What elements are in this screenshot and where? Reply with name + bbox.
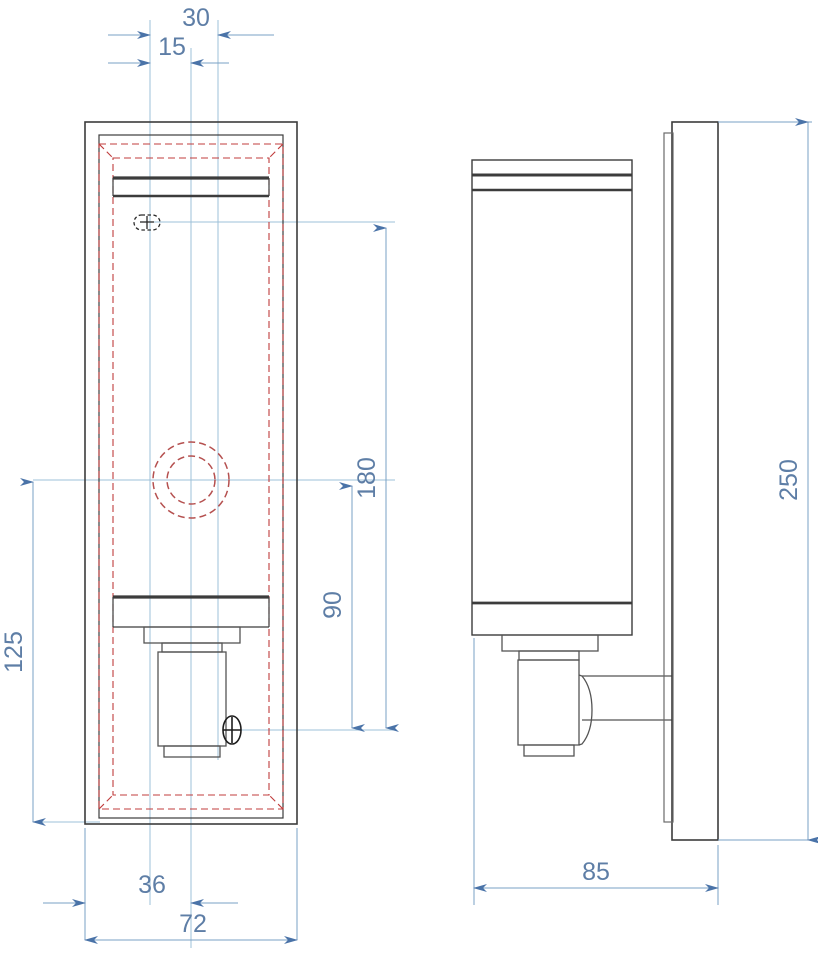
side-arm-fillet [578,674,593,746]
front-top-slot-outline [133,214,161,231]
front-lamp-circle-inner [166,455,216,505]
dimension-label-125: 125 [0,631,28,673]
side-socket-base [523,744,575,757]
dimension-label-36: 36 [138,871,166,899]
centerlines-front-view [33,20,395,948]
hidden-chamfer-tl [98,143,114,159]
front-upper-bar [112,176,270,198]
front-view [84,121,298,825]
dimension-label-250: 250 [775,459,803,501]
dimension-label-72: 72 [179,910,207,938]
front-socket-base [163,745,221,758]
dimension-85 [473,638,719,905]
dimension-label-15: 15 [158,33,186,61]
hidden-chamfer-tr [268,143,284,159]
front-lamp-circle-outer [152,441,230,519]
hidden-inner-chamfer-box [112,157,270,796]
dimension-text-group: 30 15 180 90 125 36 72 250 85 [0,4,803,938]
front-top-slot [133,214,161,231]
dimension-extension-lines-bottom [84,828,298,940]
side-connecting-arm [578,674,672,746]
dimension-250 [718,118,818,844]
side-wall-plate-backing [663,132,674,823]
side-view [471,121,719,841]
hidden-outer-chamfer-box [98,143,284,810]
dimension-label-85: 85 [582,858,610,886]
side-wall-plate [663,121,719,841]
front-hidden-lines [98,143,284,810]
side-socket-body [517,659,580,746]
front-socket-assembly [143,626,241,758]
side-top-bar [472,173,632,192]
side-wall-plate-main [671,121,719,841]
front-screw-detail [222,715,242,745]
dimension-label-30: 30 [182,4,210,32]
side-socket-assembly [501,634,599,757]
front-outer-housing [84,121,298,825]
front-lamp-circles [152,441,230,519]
hidden-chamfer-br [268,794,284,810]
dimension-label-90: 90 [319,591,347,619]
dimension-label-180: 180 [353,457,381,499]
hidden-chamfer-bl [98,794,114,810]
dimension-annotations [20,31,818,944]
